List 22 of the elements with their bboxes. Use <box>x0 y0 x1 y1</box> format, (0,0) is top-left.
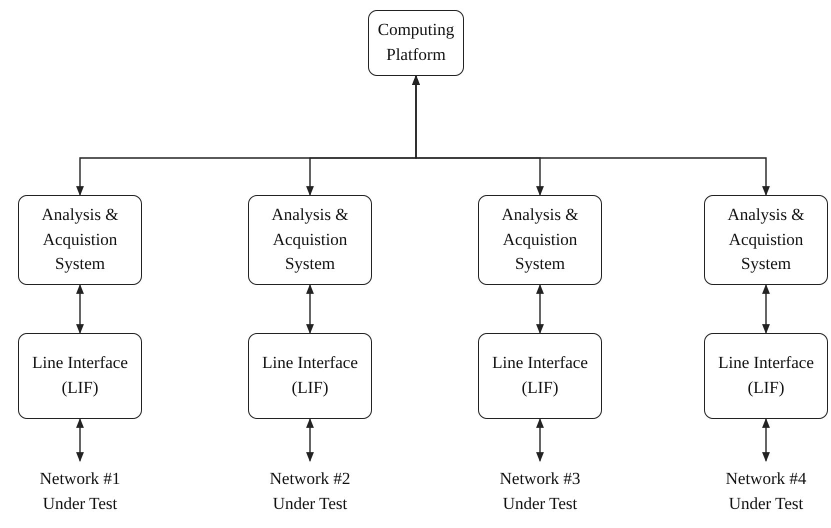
arrow <box>76 418 84 462</box>
process-box: Analysis & Acquistion System <box>478 195 602 285</box>
arrow <box>762 284 770 334</box>
process-box: Line Interface (LIF) <box>18 333 142 419</box>
arrow <box>76 284 84 334</box>
process-box: Computing Platform <box>368 10 464 76</box>
network-label: Network #3 Under Test <box>498 468 582 515</box>
arrow <box>412 75 770 196</box>
arrow <box>306 418 314 462</box>
arrow <box>536 284 544 334</box>
process-box: Line Interface (LIF) <box>248 333 372 419</box>
arrow <box>762 418 770 462</box>
network-label: Network #2 Under Test <box>268 468 352 515</box>
arrow <box>536 418 544 462</box>
process-box: Line Interface (LIF) <box>704 333 828 419</box>
process-box: Line Interface (LIF) <box>478 333 602 419</box>
network-label: Network #4 Under Test <box>724 468 808 515</box>
process-box: Analysis & Acquistion System <box>248 195 372 285</box>
process-box: Analysis & Acquistion System <box>704 195 828 285</box>
network-label: Network #1 Under Test <box>38 468 122 515</box>
process-box: Analysis & Acquistion System <box>18 195 142 285</box>
arrow <box>306 284 314 334</box>
